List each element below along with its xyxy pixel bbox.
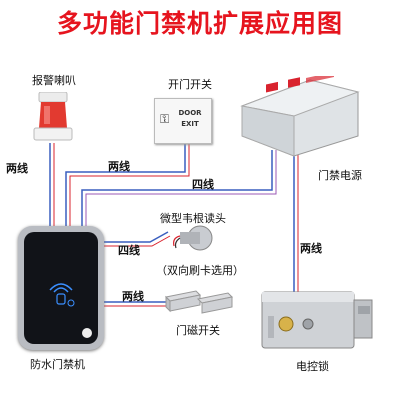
controller-led: [82, 328, 92, 338]
exit-button-wire-label: 两线: [108, 160, 130, 173]
reader-device: [173, 225, 213, 251]
controller-screen: [24, 232, 98, 344]
power-controller-wire-2: [85, 150, 277, 232]
power-supply-box: [240, 76, 360, 157]
controller-label: 防水门禁机: [30, 358, 85, 371]
power-supply-label: 门禁电源: [318, 169, 362, 182]
exit-button-wire: [65, 143, 186, 230]
alarm-speaker-icon: [33, 92, 73, 141]
power-controller-wire-label: 四线: [192, 178, 214, 191]
alarm-wire-label: 两线: [6, 162, 28, 175]
key-icon: ⚿: [160, 112, 170, 126]
reader-wire: [104, 231, 169, 243]
exit-button-device: ⚿ DOOR EXIT: [154, 98, 212, 144]
exit-button-label: 开门开关: [168, 78, 212, 91]
diagram-title: 多功能门禁机扩展应用图: [56, 9, 343, 38]
reader-note: （双向刷卡选用）: [156, 264, 244, 277]
rfid-icon: [49, 283, 75, 307]
reader-wire-2: [104, 235, 171, 247]
power-controller-wire: [81, 150, 273, 232]
alarm-label: 报警喇叭: [32, 74, 76, 87]
reader-label: 微型韦根读头: [160, 212, 226, 225]
lock-label: 电控锁: [296, 360, 329, 373]
power-lock-wire-label: 两线: [300, 242, 322, 255]
door-sensor-label: 门磁开关: [176, 324, 220, 337]
access-controller-device: [18, 226, 104, 350]
door-sensor-device: [164, 290, 234, 314]
exit-button-text: DOOR EXIT: [178, 109, 202, 128]
exit-button-wire-2: [69, 143, 190, 230]
reader-wire-label: 四线: [118, 244, 140, 257]
electric-lock-device: [261, 291, 373, 349]
door-sensor-wire-label: 两线: [122, 290, 144, 303]
